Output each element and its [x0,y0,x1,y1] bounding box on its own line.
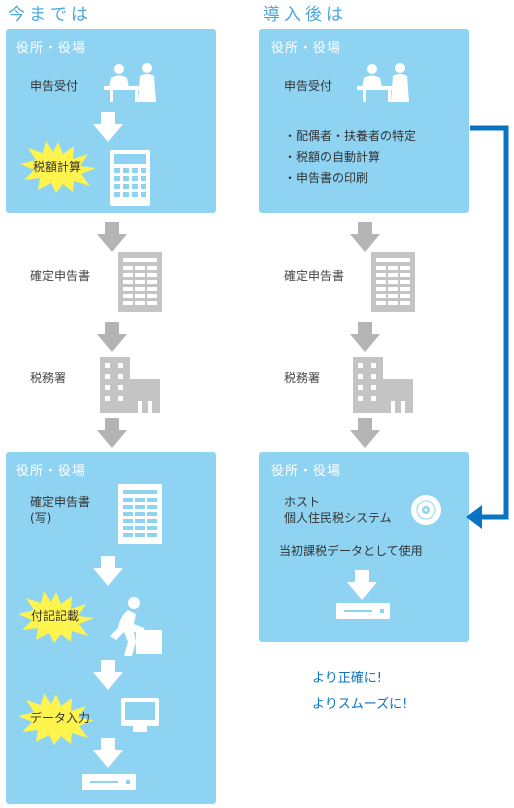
reception-counter-icon [102,62,164,102]
right-host-label: ホスト [284,495,321,509]
left-annotation-label: 付記記載 [31,609,80,623]
right-bullet-2: ・税額の自動計算 [284,150,381,164]
right-tax-office-label: 税務署 [284,371,321,385]
highlight-burst-icon [14,692,98,746]
reception-counter-icon [355,62,417,102]
right-bullet-1: ・配偶者・扶養者の特定 [284,129,417,143]
connector-arrow-icon [440,120,514,530]
computer-monitor-icon [121,698,159,732]
left-arrow-1-icon [93,112,123,142]
printer-device-icon [336,603,390,619]
right-arrow-1-icon [350,222,380,252]
worker-writing-icon [102,596,164,658]
heading-after: 導入後は [263,5,347,25]
return-document-icon [371,252,415,312]
cd-disc-icon [410,494,442,526]
highlight-burst-icon [16,590,96,644]
left-data-entry-label: データ入力 [30,711,91,725]
return-copy-document-icon [118,484,162,544]
left-tax-calc-label: 税額計算 [33,160,82,174]
left-arrow-2-icon [97,222,127,252]
left-arrow-7-icon [93,738,123,768]
right-reception-label: 申告受付 [284,79,333,93]
left-arrow-4-icon [97,418,127,448]
right-return-doc-label: 確定申告書 [284,269,345,283]
left-arrow-3-icon [97,322,127,352]
left-bottom-panel-title: 役所・役場 [16,464,87,479]
right-arrow-4-icon [347,570,377,600]
right-host-system-label: 個人住民税システム [284,511,392,525]
note-more-accurate: より正確に! [312,671,382,686]
left-top-panel-title: 役所・役場 [16,41,87,56]
calculator-icon [110,150,150,206]
right-bottom-panel-title: 役所・役場 [271,464,342,479]
right-bullet-3: ・申告書の印刷 [284,171,369,185]
left-return-doc-label: 確定申告書 [30,269,91,283]
left-return-copy-label: 確定申告書 [30,495,91,509]
right-arrow-3-icon [350,418,380,448]
note-smoother: よりスムーズに! [312,697,408,712]
printer-device-icon [82,774,136,790]
right-arrow-2-icon [350,322,380,352]
return-document-icon [118,252,162,312]
left-return-copy-sub-label: (写) [30,511,52,525]
tax-office-building-icon [353,357,413,413]
left-arrow-6-icon [93,660,123,690]
tax-office-building-icon [100,357,160,413]
left-tax-office-label: 税務署 [30,371,67,385]
right-top-panel [259,29,469,213]
highlight-burst-icon [18,140,98,194]
heading-before: 今までは [8,5,92,25]
left-reception-label: 申告受付 [30,79,79,93]
right-top-panel-title: 役所・役場 [271,41,342,56]
left-arrow-5-icon [93,556,123,586]
right-usage-label: 当初課税データとして使用 [279,544,423,558]
